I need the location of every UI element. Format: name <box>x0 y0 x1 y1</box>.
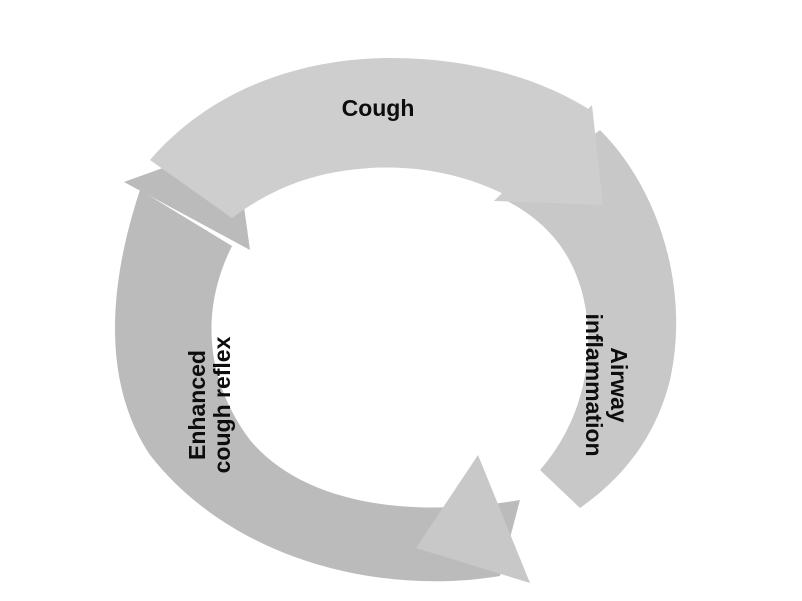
label-enhanced-line1: Enhanced <box>184 350 210 460</box>
arc-enhanced-cough-reflex <box>115 190 520 582</box>
arrow-cough <box>150 58 603 218</box>
label-cough: Cough <box>342 95 415 121</box>
label-airway-inflammation-line1: Airway <box>606 347 632 423</box>
arrowhead-airway-inflammation <box>416 455 530 583</box>
arc-airway-inflammation <box>505 130 677 508</box>
arrowhead-cough <box>494 105 603 205</box>
arrow-airway-inflammation <box>416 130 677 583</box>
label-airway-inflammation-line2: inflammation <box>581 313 607 456</box>
label-enhanced-line2: cough reflex <box>209 336 235 473</box>
arc-cough <box>150 58 590 218</box>
label-airway-inflammation: Airway inflammation <box>581 313 632 456</box>
label-enhanced-cough-reflex: Enhanced cough reflex <box>184 336 235 473</box>
